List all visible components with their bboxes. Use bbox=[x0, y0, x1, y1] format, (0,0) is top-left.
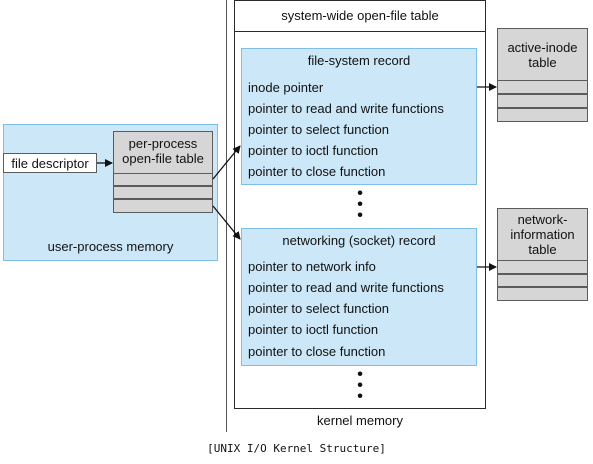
fs-field-ioctl: pointer to ioctl function bbox=[248, 143, 379, 158]
active-inode-table-row bbox=[497, 108, 588, 122]
user-process-memory-label: user-process memory bbox=[47, 239, 174, 254]
system-wide-open-file-table-label: system-wide open-file table bbox=[281, 8, 439, 23]
figure-caption: [UNIX I/O Kernel Structure] bbox=[207, 442, 386, 455]
file-system-record-title: file-system record bbox=[307, 53, 411, 68]
sock-field-read-write: pointer to read and write functions bbox=[248, 280, 444, 295]
fs-field-inode-pointer: inode pointer bbox=[248, 80, 324, 95]
file-descriptor-label: file descriptor bbox=[11, 156, 89, 171]
arrow-to-file-system-record bbox=[212, 145, 241, 180]
kernel-memory-label: kernel memory bbox=[317, 413, 403, 428]
socket-record-title: networking (socket) record bbox=[282, 233, 436, 248]
system-table-header-divider bbox=[234, 31, 486, 32]
sock-field-ioctl: pointer to ioctl function bbox=[248, 322, 379, 337]
network-information-table-row bbox=[497, 274, 588, 287]
ellipsis-dots: • • • bbox=[357, 185, 363, 224]
per-process-table-row bbox=[113, 173, 213, 186]
fs-field-select: pointer to select function bbox=[248, 122, 389, 137]
active-inode-table-label: active-inode table bbox=[507, 40, 578, 70]
network-information-table-row bbox=[497, 287, 588, 301]
user-kernel-divider bbox=[226, 0, 227, 432]
per-process-table-row bbox=[113, 199, 213, 213]
arrow-to-socket-record bbox=[212, 205, 241, 240]
file-system-record bbox=[241, 48, 477, 185]
ellipsis-dots: • • • bbox=[357, 366, 363, 405]
file-descriptor-box bbox=[3, 153, 97, 173]
socket-record bbox=[241, 228, 477, 366]
per-process-table-row bbox=[113, 186, 213, 199]
fs-field-close: pointer to close function bbox=[248, 164, 386, 179]
network-information-table-row bbox=[497, 260, 588, 274]
active-inode-table-row bbox=[497, 94, 588, 108]
active-inode-table-row bbox=[497, 80, 588, 94]
network-information-table-label: network- information table bbox=[510, 212, 575, 257]
sock-field-network-info: pointer to network info bbox=[248, 259, 376, 274]
per-process-open-file-table-label: per-process open-file table bbox=[122, 136, 204, 166]
fs-field-read-write: pointer to read and write functions bbox=[248, 101, 444, 116]
sock-field-select: pointer to select function bbox=[248, 301, 389, 316]
sock-field-close: pointer to close function bbox=[248, 344, 386, 359]
